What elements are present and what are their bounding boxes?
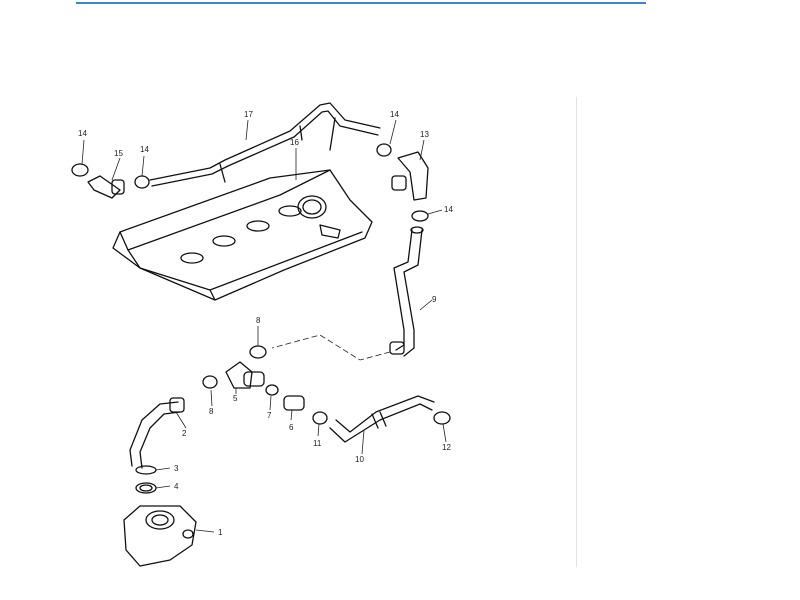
callout-13: 13	[420, 130, 429, 139]
callout-labels: 14 15 14 17 16 14 13 14 9 8 8 5 7 2 6 11…	[78, 110, 453, 537]
hose-2	[129, 397, 185, 469]
clamp-12	[433, 411, 451, 425]
callout-12: 12	[442, 443, 451, 452]
callout-10: 10	[355, 455, 364, 464]
clamp-8-upper	[249, 345, 267, 359]
callout-1: 1	[218, 528, 223, 537]
cylinder-head-cover	[112, 169, 373, 301]
callout-8-b: 8	[209, 407, 214, 416]
callout-17: 17	[244, 110, 253, 119]
valve-5	[225, 361, 265, 389]
callout-7: 7	[267, 411, 272, 420]
clamp-14-right	[376, 143, 429, 222]
seal-3	[135, 465, 157, 475]
callout-6: 6	[289, 423, 294, 432]
column-divider	[576, 97, 577, 567]
hose-10	[329, 395, 435, 443]
part-6	[283, 395, 305, 411]
callout-8-a: 8	[256, 316, 261, 325]
seal-4	[135, 482, 157, 494]
leader-lines	[81, 119, 447, 533]
clamp-14-left	[71, 163, 150, 189]
callout-5: 5	[233, 394, 238, 403]
dashed-connection	[271, 334, 391, 361]
clamp-8-lower	[202, 375, 218, 389]
pump-1	[123, 505, 197, 567]
callout-9: 9	[432, 295, 437, 304]
header-rule	[76, 2, 646, 4]
callout-14-a: 14	[78, 129, 87, 138]
callout-14-d: 14	[444, 205, 453, 214]
hose-17	[149, 102, 381, 187]
hose-15	[87, 175, 125, 199]
clamp-11	[312, 411, 328, 425]
callout-16: 16	[290, 138, 299, 147]
callout-4: 4	[174, 482, 179, 491]
callout-14-b: 14	[140, 145, 149, 154]
callout-3: 3	[174, 464, 179, 473]
clamp-7	[265, 384, 279, 396]
callout-15: 15	[114, 149, 123, 158]
pipe-9	[389, 226, 424, 357]
callout-2: 2	[182, 429, 187, 438]
callout-14-c: 14	[390, 110, 399, 119]
callout-11: 11	[313, 439, 322, 448]
connector-13	[391, 151, 429, 201]
